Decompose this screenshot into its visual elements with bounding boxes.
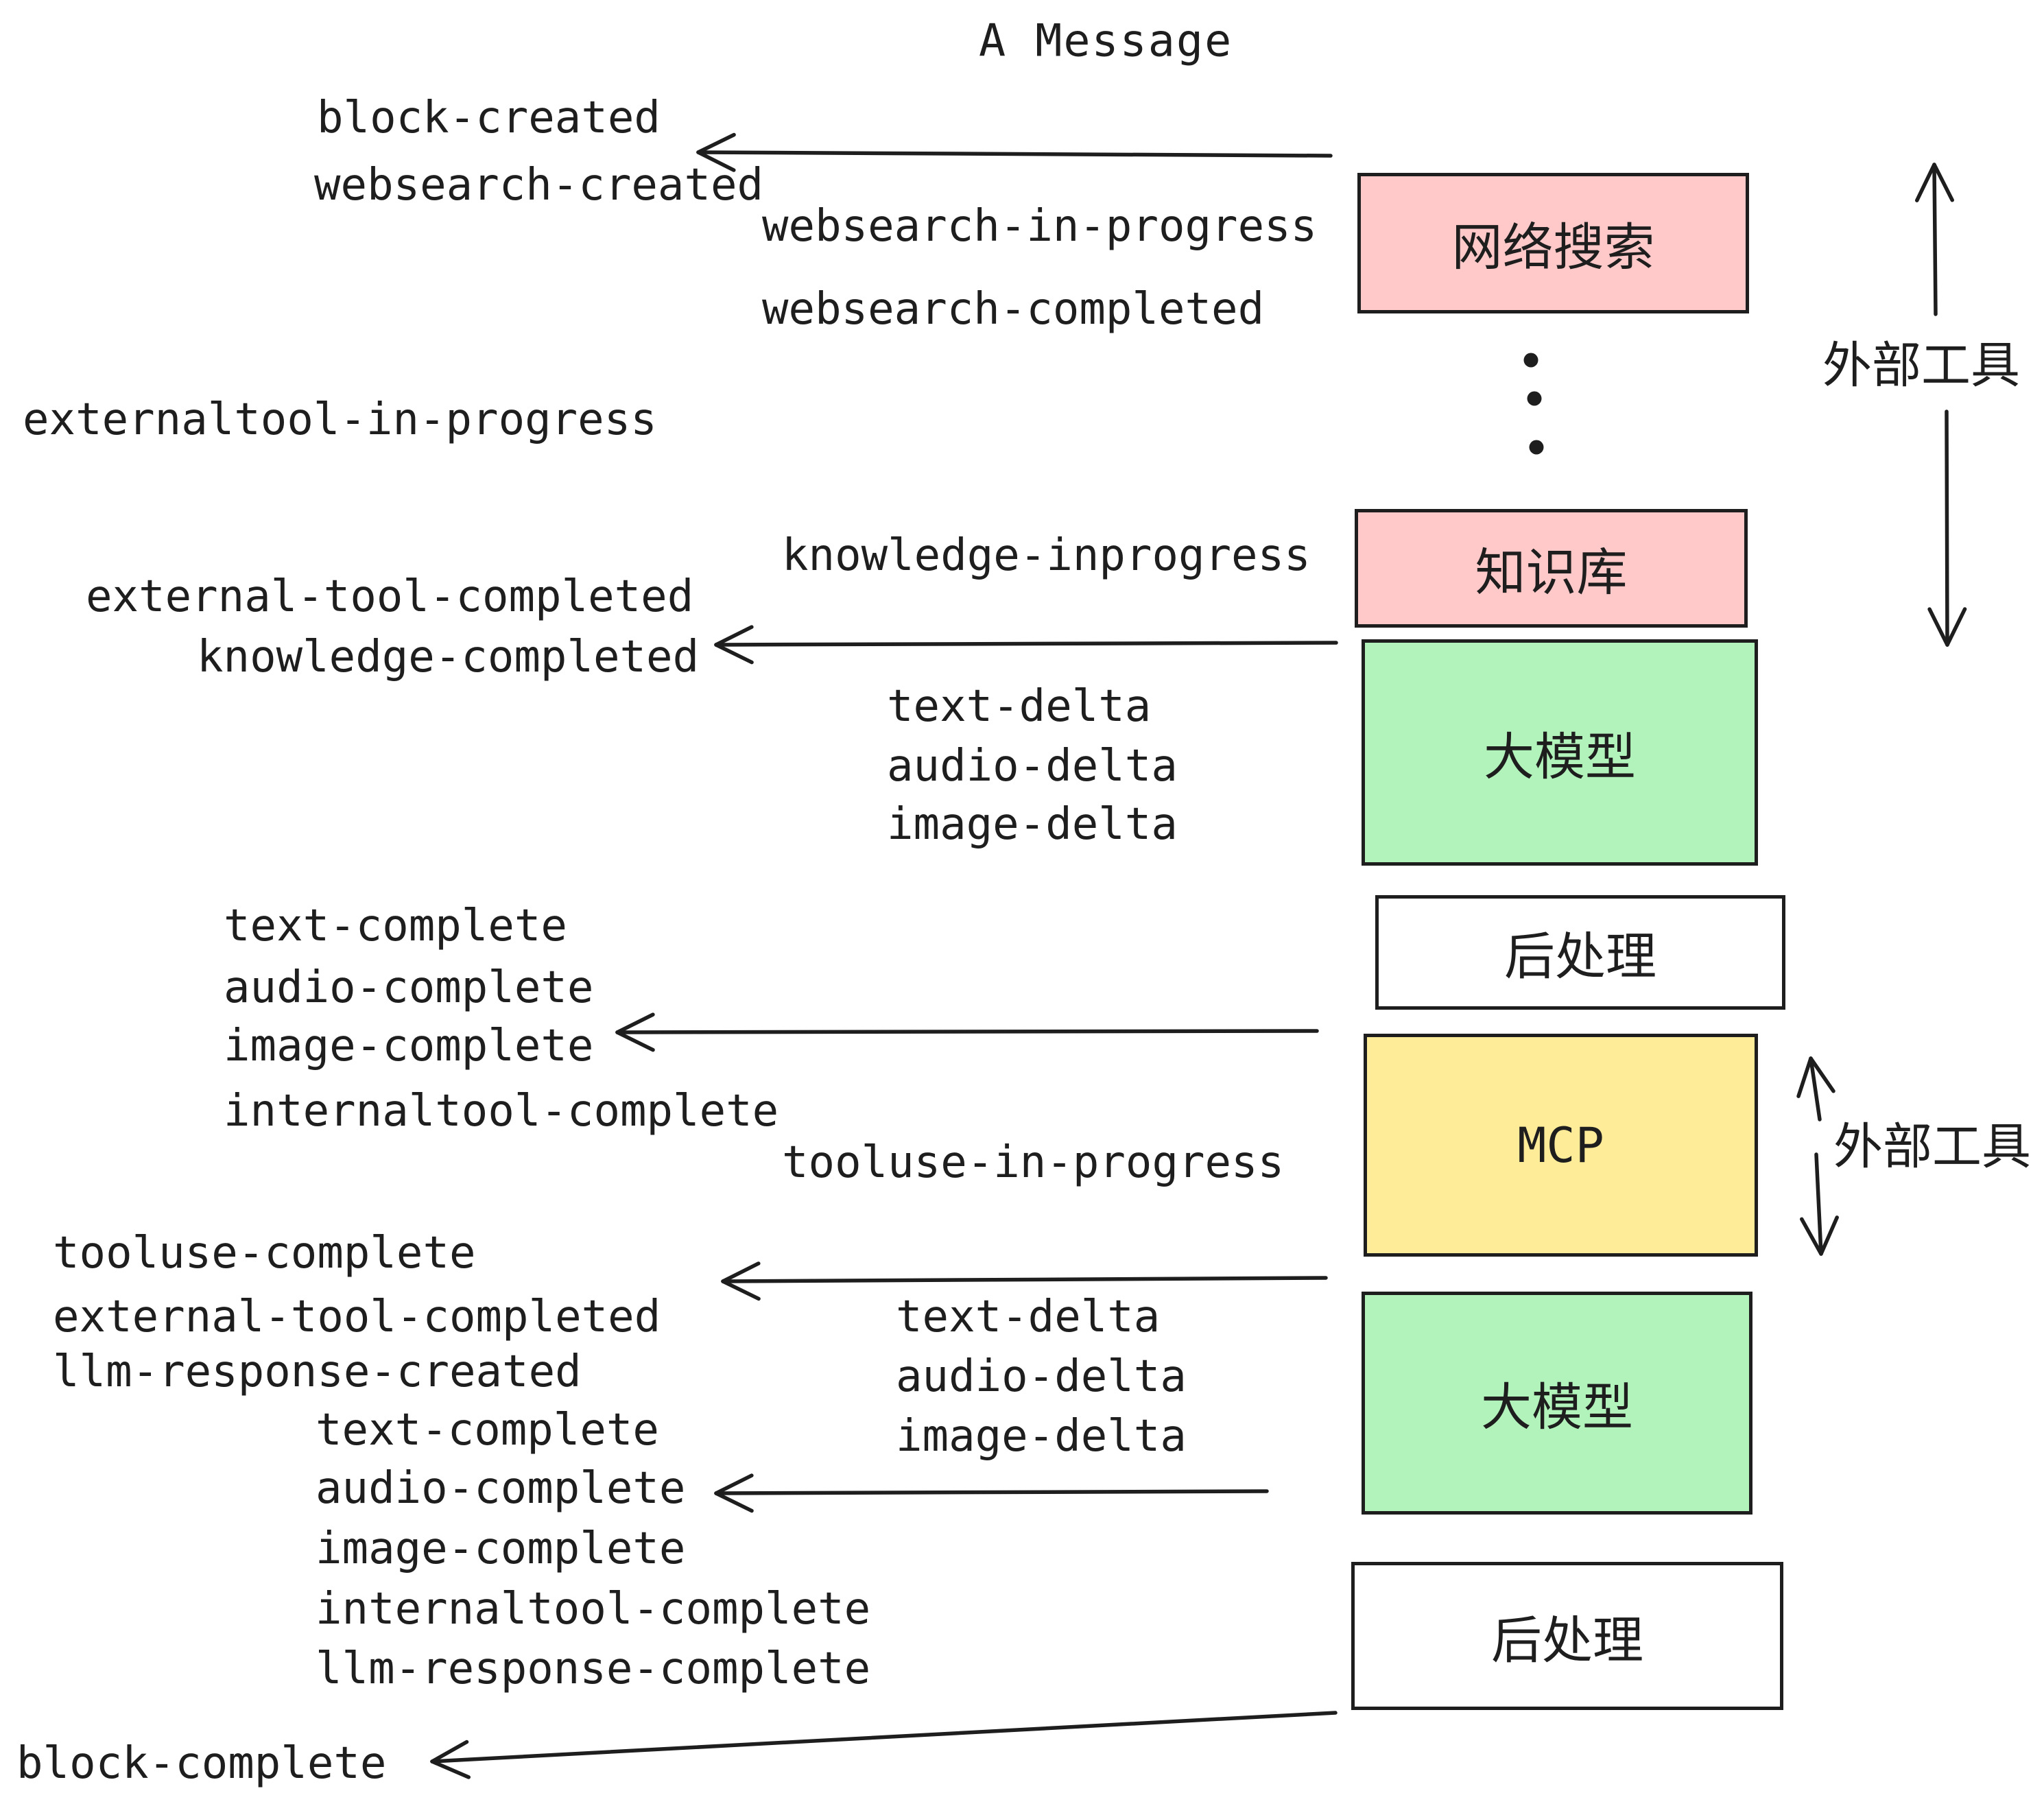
node-box-websearch: 网络搜索 [1357,173,1749,313]
event-label-external-tool-completed: external-tool-completed [53,1292,661,1342]
node-box-llm-2: 大模型 [1362,1292,1752,1515]
event-label-text-complete: text-complete [224,901,567,951]
event-label-internaltool-complete: internaltool-complete [316,1584,871,1635]
arrowhead-to-block-complete [430,1740,469,1764]
side-label-external-tools-2: 外部工具 [1833,1119,2032,1175]
node-label-mcp: MCP [1517,1117,1604,1174]
arrow-line-external-tools-2-up [1809,1056,1822,1121]
arrow-line-external-tools-1-up [1932,163,1938,316]
node-label-llm-2: 大模型 [1481,1379,1633,1436]
arrowhead-to-audio-complete [714,1491,754,1513]
node-label-knowledge: 知识库 [1475,544,1628,601]
event-label-llm-response-complete: llm-response-complete [316,1643,871,1694]
arrowhead-to-block-created [696,132,736,154]
arrowhead-to-external-tool-completed [721,1261,761,1283]
ellipsis-dot-3 [1529,440,1544,455]
arrow-line-to-block-complete [430,1711,1338,1764]
arrowhead-to-knowledge-completed [714,625,754,647]
event-label-image-complete: image-complete [316,1523,686,1574]
event-label-websearch-created: websearch-created [314,160,764,211]
event-label-external-tool-completed: external-tool-completed [86,571,694,622]
ellipsis-dot-2 [1527,391,1542,406]
arrow-line-to-external-tool-completed [721,1276,1328,1283]
event-label-image-delta: image-delta [896,1411,1187,1462]
arrowhead-external-tools-1-down [1927,607,1949,647]
arrowhead-to-image-complete [615,1012,655,1034]
event-label-text-complete: text-complete [316,1405,659,1456]
side-label-external-tools-1: 外部工具 [1822,338,2021,394]
event-label-block-complete: block-complete [16,1738,387,1789]
arrowhead-external-tools-2-up [1809,1056,1835,1093]
event-label-audio-delta: audio-delta [896,1351,1187,1402]
node-box-mcp: MCP [1364,1034,1758,1257]
event-label-text-delta: text-delta [896,1292,1161,1342]
arrowhead-to-image-complete [615,1030,655,1052]
ellipsis-dot-1 [1523,353,1538,368]
node-label-postprocess-1: 后处理 [1504,928,1656,985]
event-label-llm-response-created: llm-response-created [53,1346,582,1397]
event-label-tooluse-complete: tooluse-complete [53,1228,476,1279]
event-label-text-delta: text-delta [887,681,1152,732]
event-label-websearch-in-progress: websearch-in-progress [762,201,1318,252]
event-label-block-created: block-created [317,93,661,143]
event-label-audio-complete: audio-complete [224,962,594,1013]
event-label-tooluse-in-progress: tooluse-in-progress [782,1137,1285,1188]
arrowhead-to-knowledge-completed [714,643,754,665]
event-label-websearch-completed: websearch-completed [762,284,1265,335]
node-box-knowledge: 知识库 [1355,509,1748,628]
arrowhead-external-tools-2-down [1800,1217,1823,1256]
arrowhead-external-tools-1-up [1914,163,1936,202]
node-box-llm-1: 大模型 [1362,639,1758,866]
diagram-title: A Message [979,15,1233,67]
event-label-audio-complete: audio-complete [316,1463,686,1514]
arrowhead-external-tools-1-up [1932,163,1954,202]
event-label-externaltool-in-progress: externaltool-in-progress [23,394,657,445]
arrowhead-to-audio-complete [714,1473,754,1495]
event-label-audio-delta: audio-delta [887,741,1178,792]
arrow-line-to-knowledge-completed [714,641,1338,647]
arrow-line-to-image-complete [615,1029,1319,1034]
node-box-postprocess-1: 后处理 [1375,895,1785,1010]
arrow-line-to-audio-complete [714,1489,1269,1495]
arrowhead-external-tools-2-down [1819,1215,1839,1256]
arrowhead-external-tools-1-down [1945,607,1967,647]
arrowhead-external-tools-2-up [1796,1056,1813,1098]
event-label-image-complete: image-complete [224,1021,594,1071]
arrowhead-to-block-created [696,150,736,172]
event-label-knowledge-inprogress: knowledge-inprogress [782,530,1311,581]
arrowhead-to-external-tool-completed [721,1279,761,1301]
event-label-image-delta: image-delta [887,799,1178,850]
node-label-websearch: 网络搜索 [1451,219,1655,276]
node-label-postprocess-2: 后处理 [1491,1611,1643,1669]
node-box-postprocess-2: 后处理 [1351,1562,1783,1710]
node-label-llm-1: 大模型 [1484,728,1636,785]
event-label-knowledge-completed: knowledge-completed [197,632,700,683]
arrowhead-to-block-complete [430,1759,471,1779]
arrow-line-to-block-created [696,150,1333,158]
event-label-internaltool-complete: internaltool-complete [224,1086,779,1137]
arrow-line-external-tools-2-down [1814,1152,1823,1256]
